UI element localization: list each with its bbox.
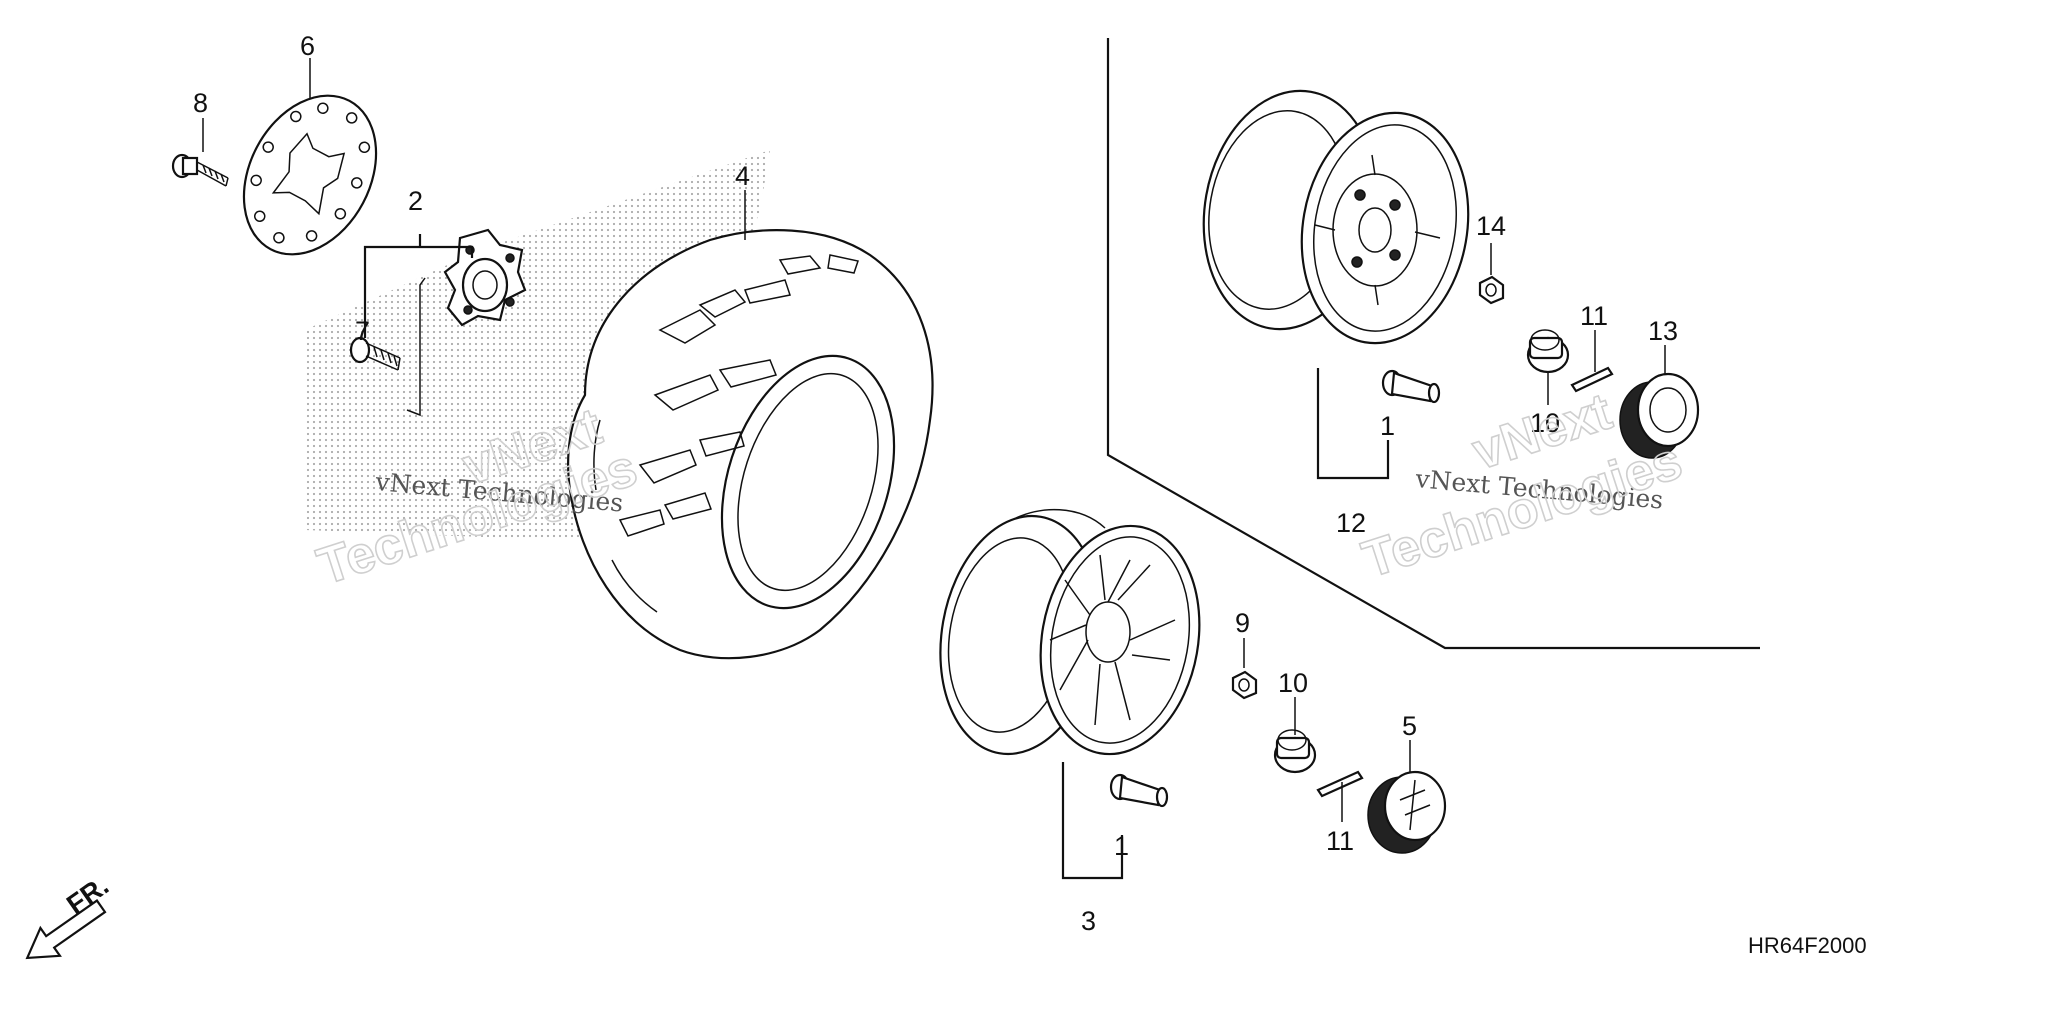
hub-cap-13 <box>1619 372 1700 459</box>
castle-nut-lower <box>1273 729 1317 774</box>
callout-1-upper: 1 <box>1380 411 1395 441</box>
leader-3 <box>1061 762 1124 880</box>
front-arrow <box>25 899 107 960</box>
callout-11-lower: 11 <box>1326 826 1354 856</box>
diagram-code: HR64F2000 <box>1748 933 1867 958</box>
callout-10-upper: 10 <box>1530 408 1560 438</box>
callout-13: 13 <box>1648 316 1678 346</box>
valve-stem-upper <box>1381 369 1441 404</box>
wheel-lower <box>939 508 1201 756</box>
callout-7: 7 <box>355 316 370 346</box>
callout-12: 12 <box>1336 508 1366 538</box>
callout-5: 5 <box>1402 711 1417 741</box>
cotter-pin-upper <box>1570 366 1614 393</box>
callout-1-lower: 1 <box>1114 831 1129 861</box>
tire <box>567 229 934 660</box>
leader-7 <box>406 277 426 417</box>
nut-14 <box>1478 275 1505 305</box>
valve-stem-lower <box>1109 773 1169 808</box>
callout-11-upper: 11 <box>1580 301 1608 331</box>
callout-9: 9 <box>1235 608 1250 638</box>
wheel-hub <box>443 228 527 327</box>
hub-stud <box>349 336 401 371</box>
cotter-pin-lower <box>1316 770 1364 798</box>
callout-14: 14 <box>1476 211 1506 241</box>
inset-frame <box>1106 38 1760 650</box>
nut-9 <box>1231 670 1258 700</box>
callout-8: 8 <box>193 88 208 118</box>
callout-4: 4 <box>735 161 750 191</box>
callout-10-lower: 10 <box>1278 668 1308 698</box>
callout-2: 2 <box>408 186 423 216</box>
brake-disc <box>242 94 378 256</box>
leader-2 <box>363 245 474 338</box>
castle-nut-upper <box>1526 329 1570 374</box>
callout-6: 6 <box>300 31 315 61</box>
callout-3: 3 <box>1081 906 1096 936</box>
hub-cap-5 <box>1367 770 1447 854</box>
leader-12 <box>1316 368 1390 480</box>
wheel-upper <box>1202 89 1470 345</box>
disc-bolt <box>171 153 229 187</box>
